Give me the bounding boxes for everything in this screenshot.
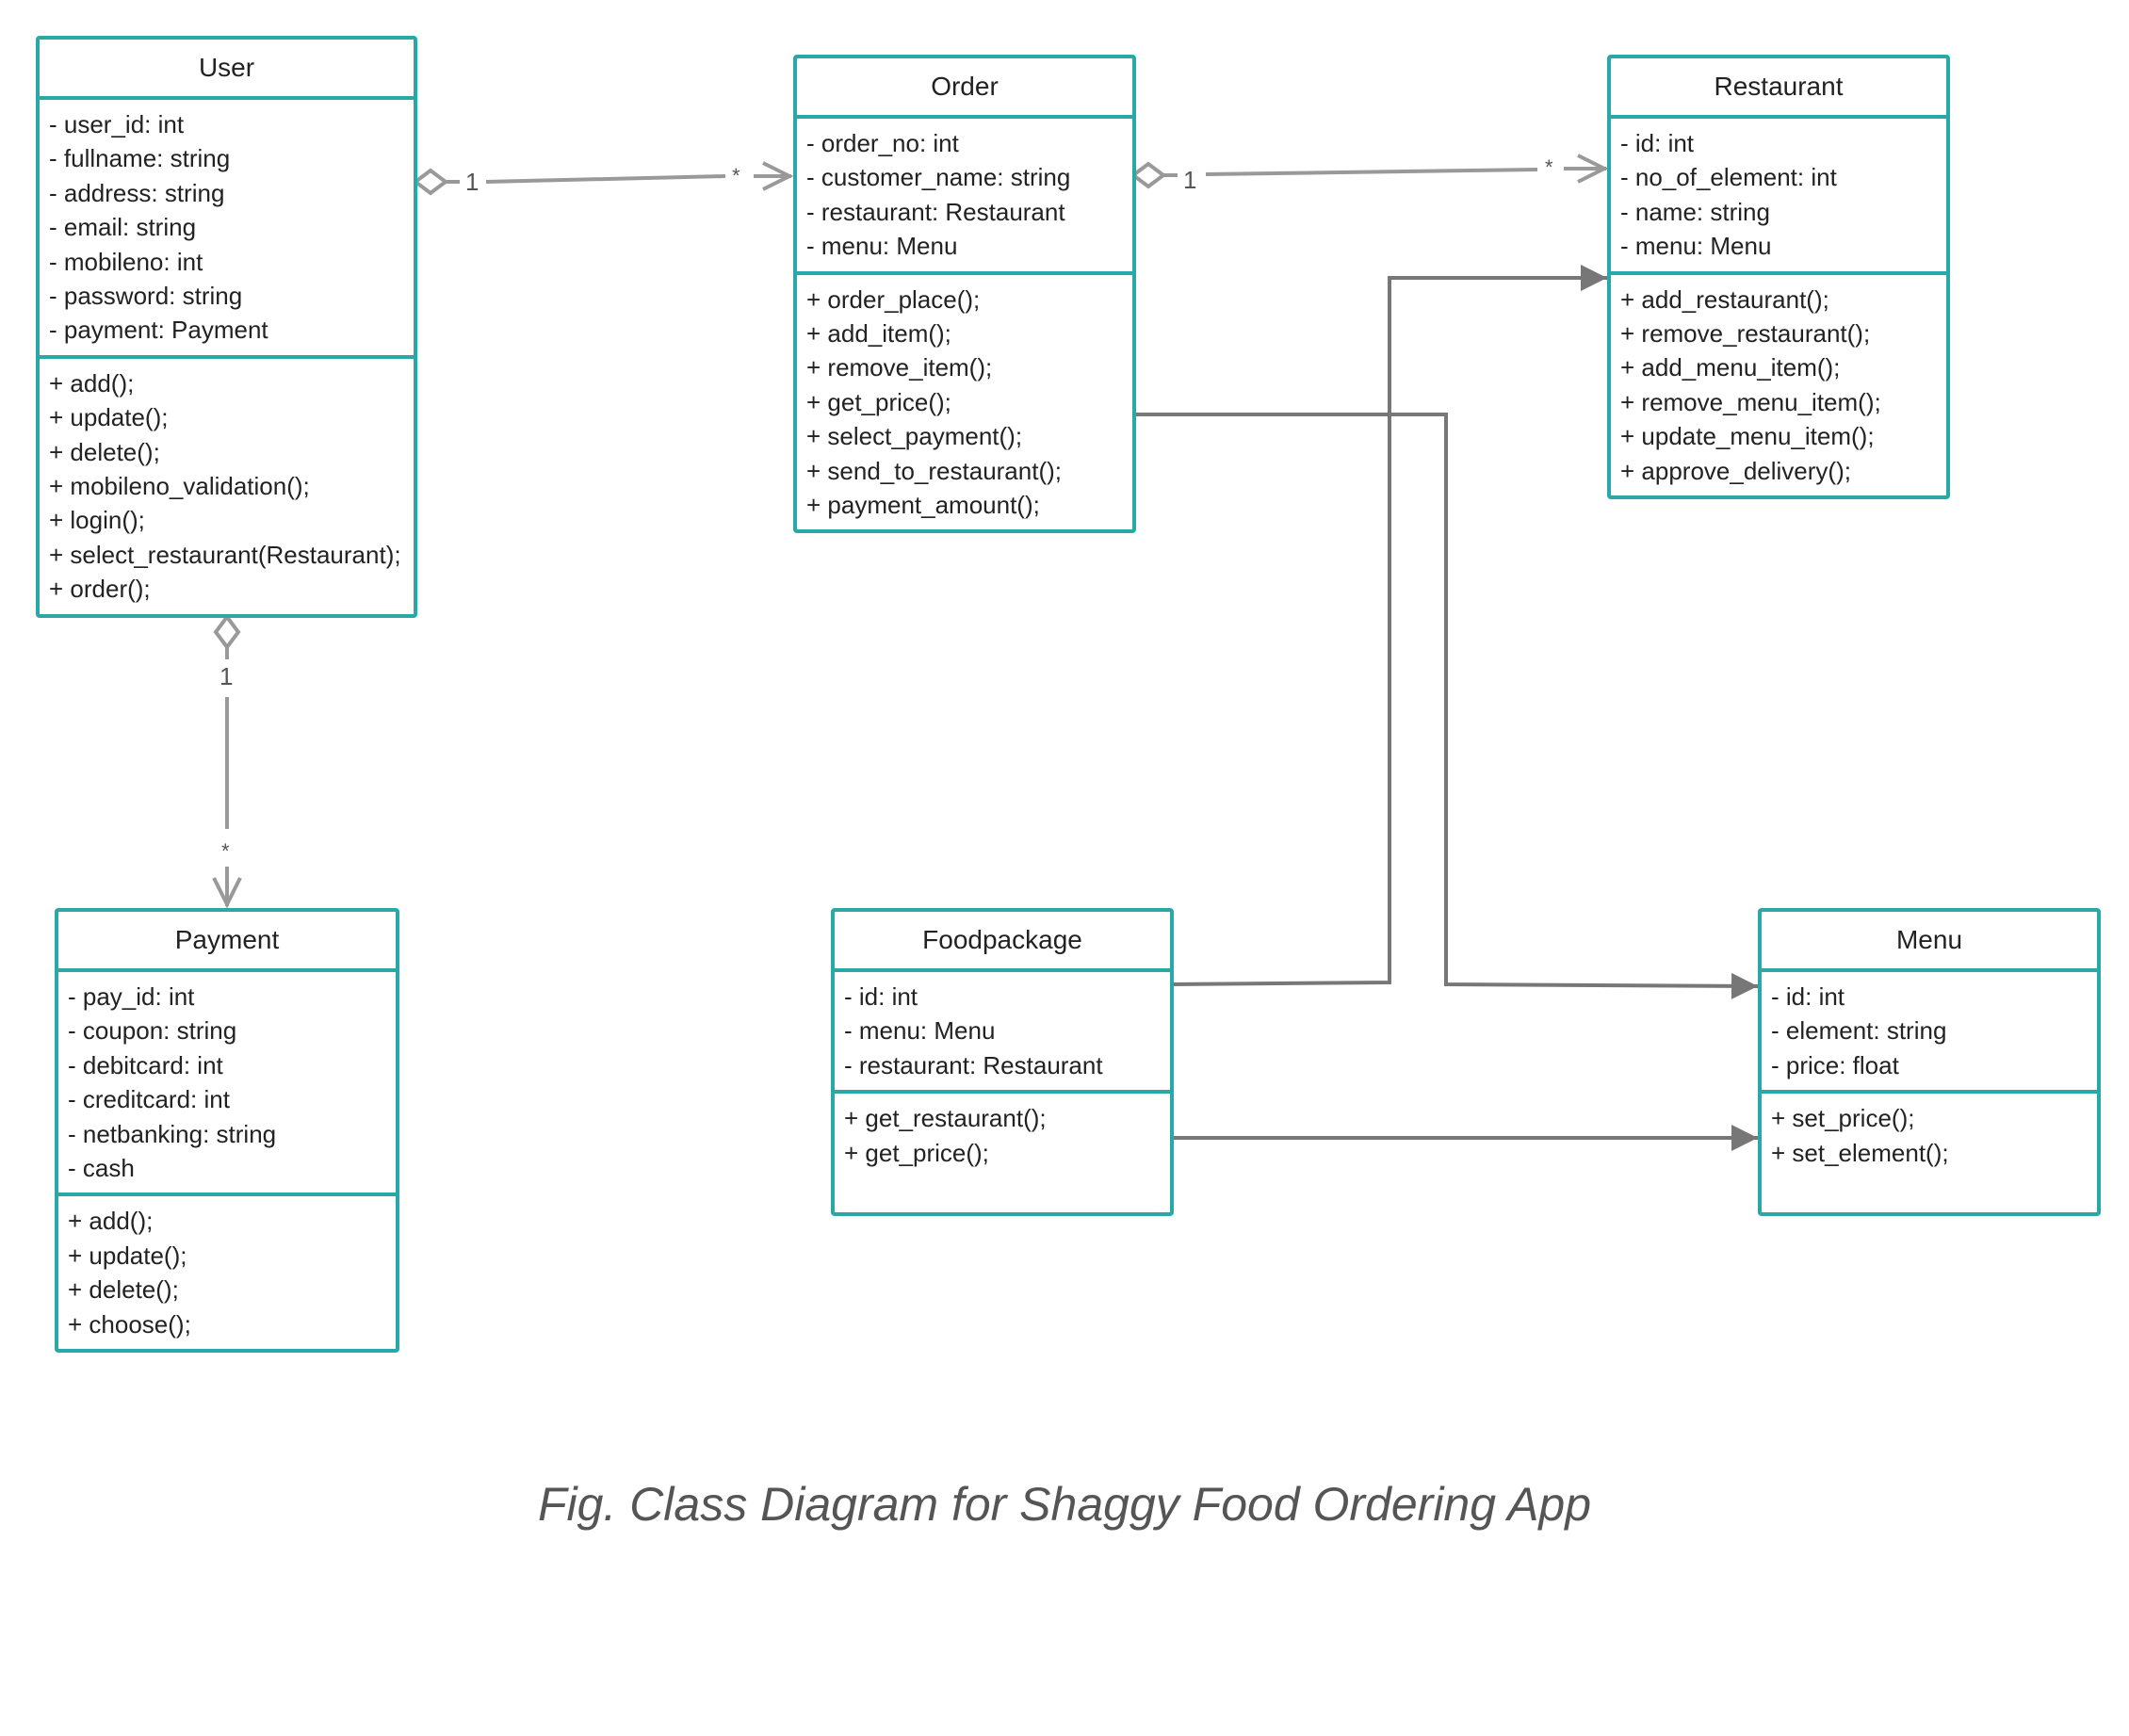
operation: + set_price(); [1771, 1104, 1915, 1133]
attribute: - debitcard: int [68, 1050, 223, 1079]
operation: + send_to_restaurant(); [806, 456, 1062, 485]
multiplicity-user-order-target: * [732, 164, 740, 187]
operation: + order(); [49, 575, 151, 604]
operation: + mobileno_validation(); [49, 472, 310, 501]
operation: + delete(); [49, 437, 160, 466]
attribute-list: - id: int - element: string - price: flo… [1762, 972, 2097, 1095]
attribute: - id: int [1771, 982, 1845, 1011]
operation: + update_menu_item(); [1620, 422, 1875, 451]
attribute: - cash [68, 1154, 135, 1183]
class-foodpackage[interactable]: Foodpackage - id: int - menu: Menu - res… [831, 908, 1174, 1216]
association-foodpackage-restaurant [1171, 265, 1607, 986]
class-name: Menu [1762, 912, 2097, 972]
aggregation-diamond [213, 613, 241, 651]
attribute: - menu: Menu [844, 1016, 996, 1046]
aggregation-order-restaurant [1130, 161, 1606, 189]
attribute: - name: string [1620, 197, 1770, 226]
operation: + delete(); [68, 1275, 179, 1305]
attribute: - coupon: string [68, 1016, 237, 1046]
operation: + add(); [49, 368, 135, 397]
operation: + remove_menu_item(); [1620, 387, 1881, 416]
multiplicity-user-order-source: 1 [465, 168, 479, 196]
operation: + update(); [49, 403, 169, 432]
operation: + add_menu_item(); [1620, 353, 1841, 382]
multiplicity-order-restaurant-target: * [1545, 155, 1553, 179]
attribute: - element: string [1771, 1016, 1947, 1046]
operation: + add_restaurant(); [1620, 284, 1829, 314]
operation: + select_payment(); [806, 422, 1023, 451]
class-name: Restaurant [1611, 58, 1946, 119]
operation: + remove_item(); [806, 353, 993, 382]
attribute: - creditcard: int [68, 1085, 230, 1114]
class-restaurant[interactable]: Restaurant - id: int - no_of_element: in… [1607, 55, 1950, 500]
attribute: - user_id: int [49, 110, 185, 138]
class-menu[interactable]: Menu - id: int - element: string - price… [1758, 908, 2101, 1216]
attribute-list: - user_id: int - fullname: string - addr… [40, 100, 414, 359]
operation: + remove_restaurant(); [1620, 319, 1871, 349]
multiplicity-user-payment-target: * [221, 839, 230, 863]
operation: + set_element(); [1771, 1138, 1949, 1167]
operation: + payment_amount(); [806, 491, 1040, 520]
class-name: Order [797, 58, 1132, 119]
attribute: - fullname: string [49, 144, 231, 173]
operation: + select_restaurant(Restaurant); [49, 540, 401, 569]
operation: + login(); [49, 506, 145, 535]
figure-caption: Fig. Class Diagram for Shaggy Food Order… [537, 1478, 1592, 1531]
class-payment[interactable]: Payment - pay_id: int - coupon: string -… [55, 908, 399, 1354]
multiplicity-user-payment-source: 1 [219, 662, 234, 690]
multiplicity-order-restaurant-source: 1 [1183, 166, 1197, 194]
operation: + order_place(); [806, 284, 981, 314]
operation: + get_price(); [844, 1138, 989, 1167]
operation: + choose(); [68, 1309, 191, 1339]
operation-list: + add_restaurant(); + remove_restaurant(… [1611, 275, 1946, 495]
attribute: - mobileno: int [49, 247, 203, 276]
operation: + approve_delivery(); [1620, 456, 1851, 485]
attribute-list: - id: int - menu: Menu - restaurant: Res… [835, 972, 1170, 1095]
attribute: - menu: Menu [806, 232, 958, 261]
attribute: - address: string [49, 178, 225, 207]
attribute: - email: string [49, 213, 197, 242]
attribute: - id: int [1620, 129, 1695, 157]
operation: + get_price(); [806, 387, 951, 416]
class-name: Payment [58, 912, 396, 972]
operation-list: + add(); + update(); + delete(); + choos… [58, 1196, 396, 1349]
operation-list: + get_restaurant(); + get_price(); [835, 1094, 1170, 1177]
operation-list: + add(); + update(); + delete(); + mobil… [40, 359, 414, 614]
attribute: - restaurant: Restaurant [844, 1050, 1103, 1079]
operation: + add_item(); [806, 319, 951, 349]
aggregation-diamond [1130, 161, 1167, 189]
operation: + get_restaurant(); [844, 1104, 1047, 1133]
attribute-list: - pay_id: int - coupon: string - debitca… [58, 972, 396, 1197]
class-name: User [40, 40, 414, 100]
attribute-list: - order_no: int - customer_name: string … [797, 119, 1132, 275]
attribute: - netbanking: string [68, 1119, 277, 1148]
attribute: - price: float [1771, 1050, 1899, 1079]
aggregation-user-order [412, 168, 791, 196]
attribute: - payment: Payment [49, 316, 268, 345]
aggregation-diamond [412, 168, 449, 196]
attribute: - no_of_element: int [1620, 163, 1837, 192]
attribute: - pay_id: int [68, 982, 195, 1011]
class-order[interactable]: Order - order_no: int - customer_name: s… [793, 55, 1136, 534]
aggregation-user-payment [213, 613, 241, 906]
class-user[interactable]: User - user_id: int - fullname: string -… [36, 36, 417, 618]
operation: + add(); [68, 1207, 154, 1236]
operation-list: + set_price(); + set_element(); [1762, 1094, 2097, 1177]
association-order-menu [1134, 413, 1759, 999]
attribute: - password: string [49, 282, 243, 311]
attribute: - menu: Menu [1620, 232, 1772, 261]
attribute: - restaurant: Restaurant [806, 197, 1065, 226]
operation: + update(); [68, 1241, 187, 1270]
attribute-list: - id: int - no_of_element: int - name: s… [1611, 119, 1946, 275]
operation-list: + order_place(); + add_item(); + remove_… [797, 275, 1132, 530]
attribute: - order_no: int [806, 129, 959, 157]
attribute: - customer_name: string [806, 163, 1071, 192]
attribute: - id: int [844, 982, 918, 1011]
class-name: Foodpackage [835, 912, 1170, 972]
